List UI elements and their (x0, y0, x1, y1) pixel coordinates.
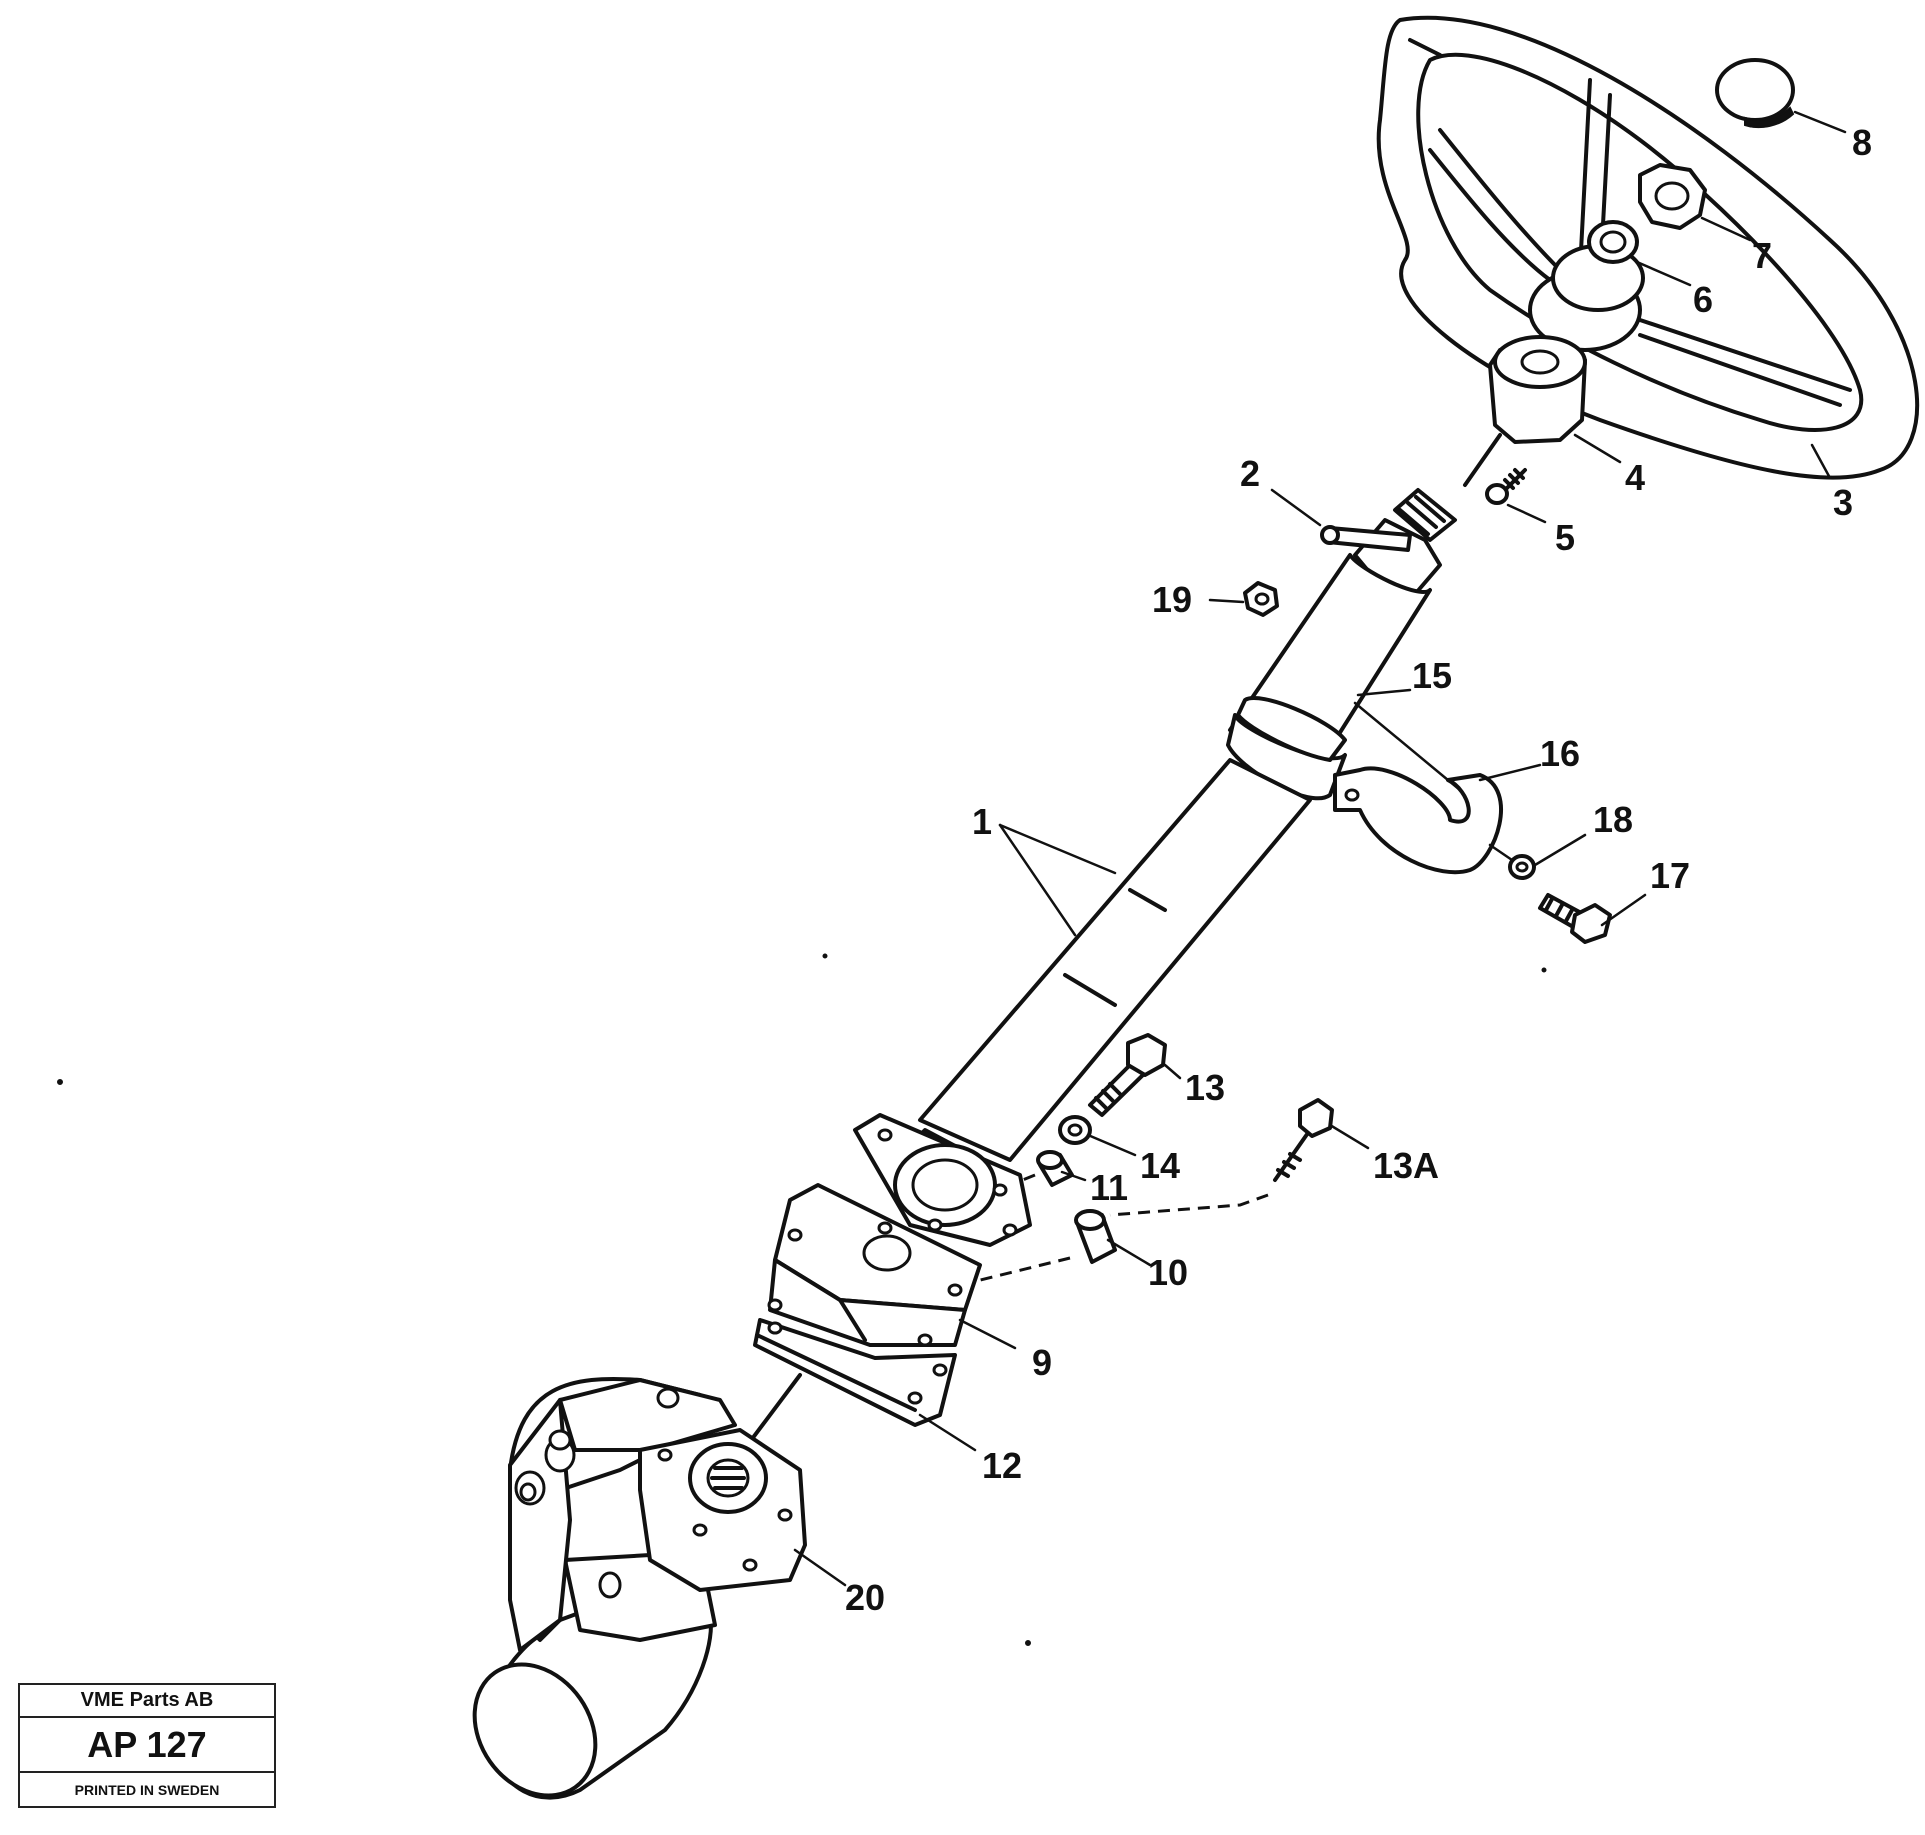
stamp-company: VME Parts AB (20, 1685, 274, 1718)
callout-4: 4 (1625, 457, 1645, 498)
callout-17: 17 (1650, 855, 1690, 896)
title-block: VME Parts AB AP 127 PRINTED IN SWEDEN (18, 1683, 276, 1808)
callout-16: 16 (1540, 733, 1580, 774)
callout-1: 1 (972, 801, 992, 842)
assembly-axis-upper (1463, 433, 1502, 487)
callout-13: 13 (1185, 1067, 1225, 1108)
scan-dot (1541, 967, 1547, 973)
pin-2 (1320, 525, 1412, 552)
washer-6 (1587, 220, 1639, 264)
washer-14 (1058, 1115, 1092, 1145)
callout-15: 15 (1412, 655, 1452, 696)
nut-19 (1243, 581, 1279, 617)
callout-9: 9 (1032, 1342, 1052, 1383)
callout-7: 7 (1752, 235, 1772, 276)
callout-18: 18 (1593, 799, 1633, 840)
steering-valve-20 (472, 1376, 807, 1800)
bolt-13a (1273, 1098, 1334, 1182)
callout-14: 14 (1140, 1145, 1180, 1186)
column-flange (853, 1113, 1032, 1247)
callout-20: 20 (845, 1577, 885, 1618)
leader-lines (793, 110, 1847, 1587)
callout-6: 6 (1693, 279, 1713, 320)
alignment-line-13a (1109, 1193, 1269, 1217)
bracket-9 (767, 1183, 982, 1347)
plate-12 (753, 1318, 957, 1427)
callout-12: 12 (982, 1445, 1022, 1486)
hub-4 (1488, 335, 1587, 444)
stamp-printed: PRINTED IN SWEDEN (74, 1781, 220, 1798)
callout-2: 2 (1240, 453, 1260, 494)
bolt-17 (1538, 893, 1612, 944)
callout-5: 5 (1555, 517, 1575, 558)
scan-dot (57, 1079, 63, 1085)
callout-11: 11 (1090, 1167, 1128, 1208)
scan-dot (1025, 1640, 1031, 1646)
callout-3: 3 (1833, 482, 1853, 523)
callout-10: 10 (1148, 1252, 1188, 1293)
stamp-code: AP 127 (20, 1718, 274, 1773)
spacer-10 (1074, 1209, 1117, 1264)
callout-13a: 13A (1373, 1145, 1439, 1186)
steering-wheel (1376, 15, 1920, 480)
horn-cap (1715, 58, 1795, 129)
spacer-11 (1036, 1150, 1074, 1187)
callout-19: 19 (1152, 579, 1192, 620)
callout-8: 8 (1852, 122, 1872, 163)
washer-18 (1508, 854, 1536, 880)
screw-5 (1485, 468, 1527, 505)
bolt-13 (1088, 1033, 1167, 1117)
scan-dot (822, 953, 828, 959)
clamp-16 (1333, 766, 1503, 875)
nut-7 (1638, 163, 1707, 230)
